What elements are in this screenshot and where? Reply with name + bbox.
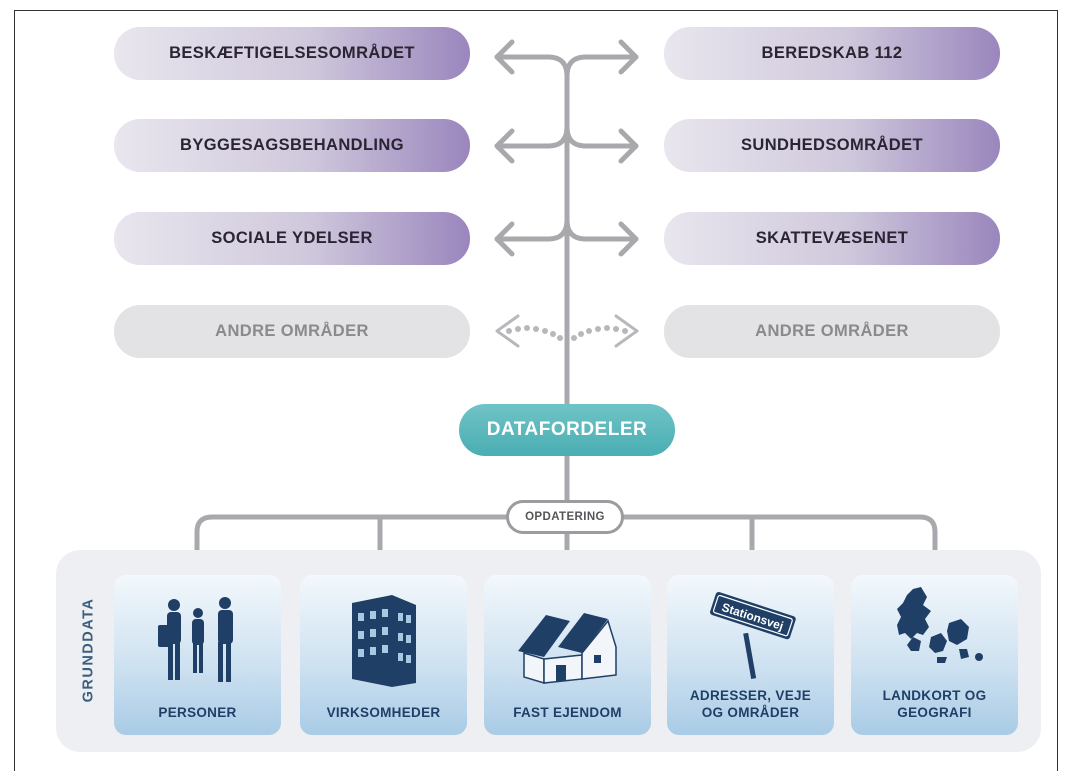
- arrowhead-right-2: [618, 128, 639, 164]
- area-pill-left-1: BESKÆFTIGELSESOMRÅDET: [114, 27, 470, 80]
- register-card-personer: PERSONER: [114, 575, 281, 735]
- register-card-adresser: Stationsvej ADRESSER, VEJE OG OMRÅDER: [667, 575, 834, 735]
- arrow-row-3: [494, 217, 639, 242]
- figure-frame: [14, 10, 1058, 771]
- area-pill-right-3: SKATTEVÆSENET: [664, 212, 1000, 265]
- dotted-arrow-row-4: [506, 325, 628, 341]
- area-pill-left-3: SOCIALE YDELSER: [114, 212, 470, 265]
- denmark-map-icon: [897, 587, 983, 663]
- caption-line-1: LANDKORT OG: [882, 688, 987, 703]
- caption-line-1: ADRESSER, VEJE: [689, 688, 812, 703]
- area-label: BYGGESAGSBEHANDLING: [180, 136, 404, 154]
- base-line-left: [194, 514, 509, 563]
- arrowhead-right-3: [618, 221, 639, 257]
- register-caption: FAST EJENDOM: [484, 704, 651, 721]
- register-caption: PERSONER: [114, 704, 281, 721]
- area-label: BEREDSKAB 112: [761, 44, 903, 62]
- update-badge: OPDATERING: [506, 500, 624, 534]
- arrowhead-left-2: [494, 128, 515, 164]
- update-label: OPDATERING: [525, 511, 605, 523]
- arrowhead-right-4: [614, 314, 639, 348]
- register-caption: VIRKSOMHEDER: [300, 704, 467, 721]
- arrowhead-left-4: [495, 314, 520, 348]
- caption-line-1: FAST EJENDOM: [513, 705, 622, 720]
- caption-line-1: VIRKSOMHEDER: [326, 705, 441, 720]
- area-label: SKATTEVÆSENET: [755, 229, 909, 247]
- street-sign-icon: Stationsvej: [710, 592, 796, 679]
- register-card-landkort: LANDKORT OG GEOGRAFI: [851, 575, 1018, 735]
- area-label: ANDRE OMRÅDER: [215, 322, 369, 340]
- arrowhead-right-1: [618, 39, 639, 75]
- building-icon: [352, 595, 416, 687]
- base-line-right: [621, 514, 938, 563]
- grunddata-text: GRUNDDATA: [80, 597, 97, 703]
- area-pill-left-4: ANDRE OMRÅDER: [114, 305, 470, 358]
- arrowhead-left-1: [494, 39, 515, 75]
- caption-line-1: PERSONER: [158, 705, 237, 720]
- register-card-fast-ejendom: FAST EJENDOM: [484, 575, 651, 735]
- area-label: ANDRE OMRÅDER: [755, 322, 909, 340]
- register-caption: ADRESSER, VEJE OG OMRÅDER: [667, 687, 834, 721]
- arrow-row-2: [494, 124, 639, 149]
- hub-label: DATAFORDELER: [486, 419, 648, 440]
- area-pill-right-1: BEREDSKAB 112: [664, 27, 1000, 80]
- arrowhead-left-3: [494, 221, 515, 257]
- area-label: SOCIALE YDELSER: [211, 229, 373, 247]
- area-label: SUNDHEDSOMRÅDET: [740, 136, 923, 154]
- caption-line-2: OG OMRÅDER: [701, 705, 800, 720]
- area-label: BESKÆFTIGELSESOMRÅDET: [169, 44, 415, 62]
- house-icon: [518, 613, 617, 685]
- area-pill-left-2: BYGGESAGSBEHANDLING: [114, 119, 470, 172]
- register-caption: LANDKORT OG GEOGRAFI: [851, 687, 1018, 721]
- register-card-virksomheder: VIRKSOMHEDER: [300, 575, 467, 735]
- arrow-row-1: [494, 54, 639, 79]
- caption-line-2: GEOGRAFI: [897, 705, 972, 720]
- people-icon: [158, 597, 233, 682]
- area-pill-right-2: SUNDHEDSOMRÅDET: [664, 119, 1000, 172]
- datafordeler-hub: DATAFORDELER: [459, 404, 675, 456]
- area-pill-right-4: ANDRE OMRÅDER: [664, 305, 1000, 358]
